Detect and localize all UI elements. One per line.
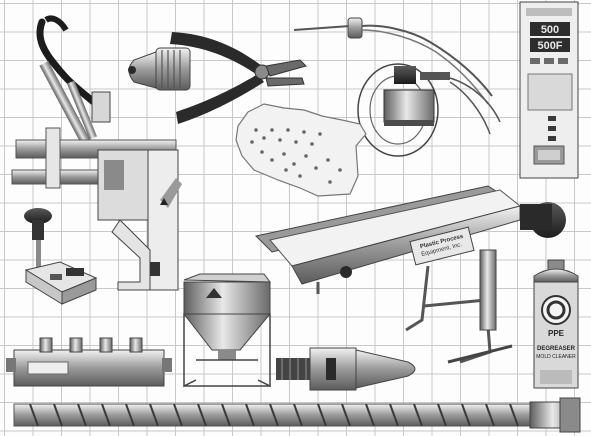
controller-display-top: 500	[541, 24, 559, 36]
suction-cup-fixture	[24, 208, 98, 305]
degreaser-spray-can	[533, 259, 579, 389]
can-label-line-1: DEGREASER	[537, 346, 576, 352]
can-label-line-2: MOLD CLEANER	[536, 354, 576, 360]
work-glove	[235, 103, 367, 197]
extruder-screw	[13, 397, 581, 433]
nozzle-tip	[128, 47, 191, 91]
controller-display-bottom: 500F	[537, 40, 562, 52]
temperature-controller	[519, 1, 579, 179]
flush-cutters	[170, 32, 307, 124]
belt-conveyor	[254, 185, 566, 364]
sprue-picker-robot	[11, 15, 182, 291]
band-heater	[357, 63, 501, 157]
nozzle-assembly	[276, 347, 416, 391]
thermocouple-probe	[293, 17, 493, 105]
material-hopper	[182, 273, 272, 388]
water-manifold	[6, 337, 172, 387]
can-brand: PPE	[548, 329, 565, 338]
